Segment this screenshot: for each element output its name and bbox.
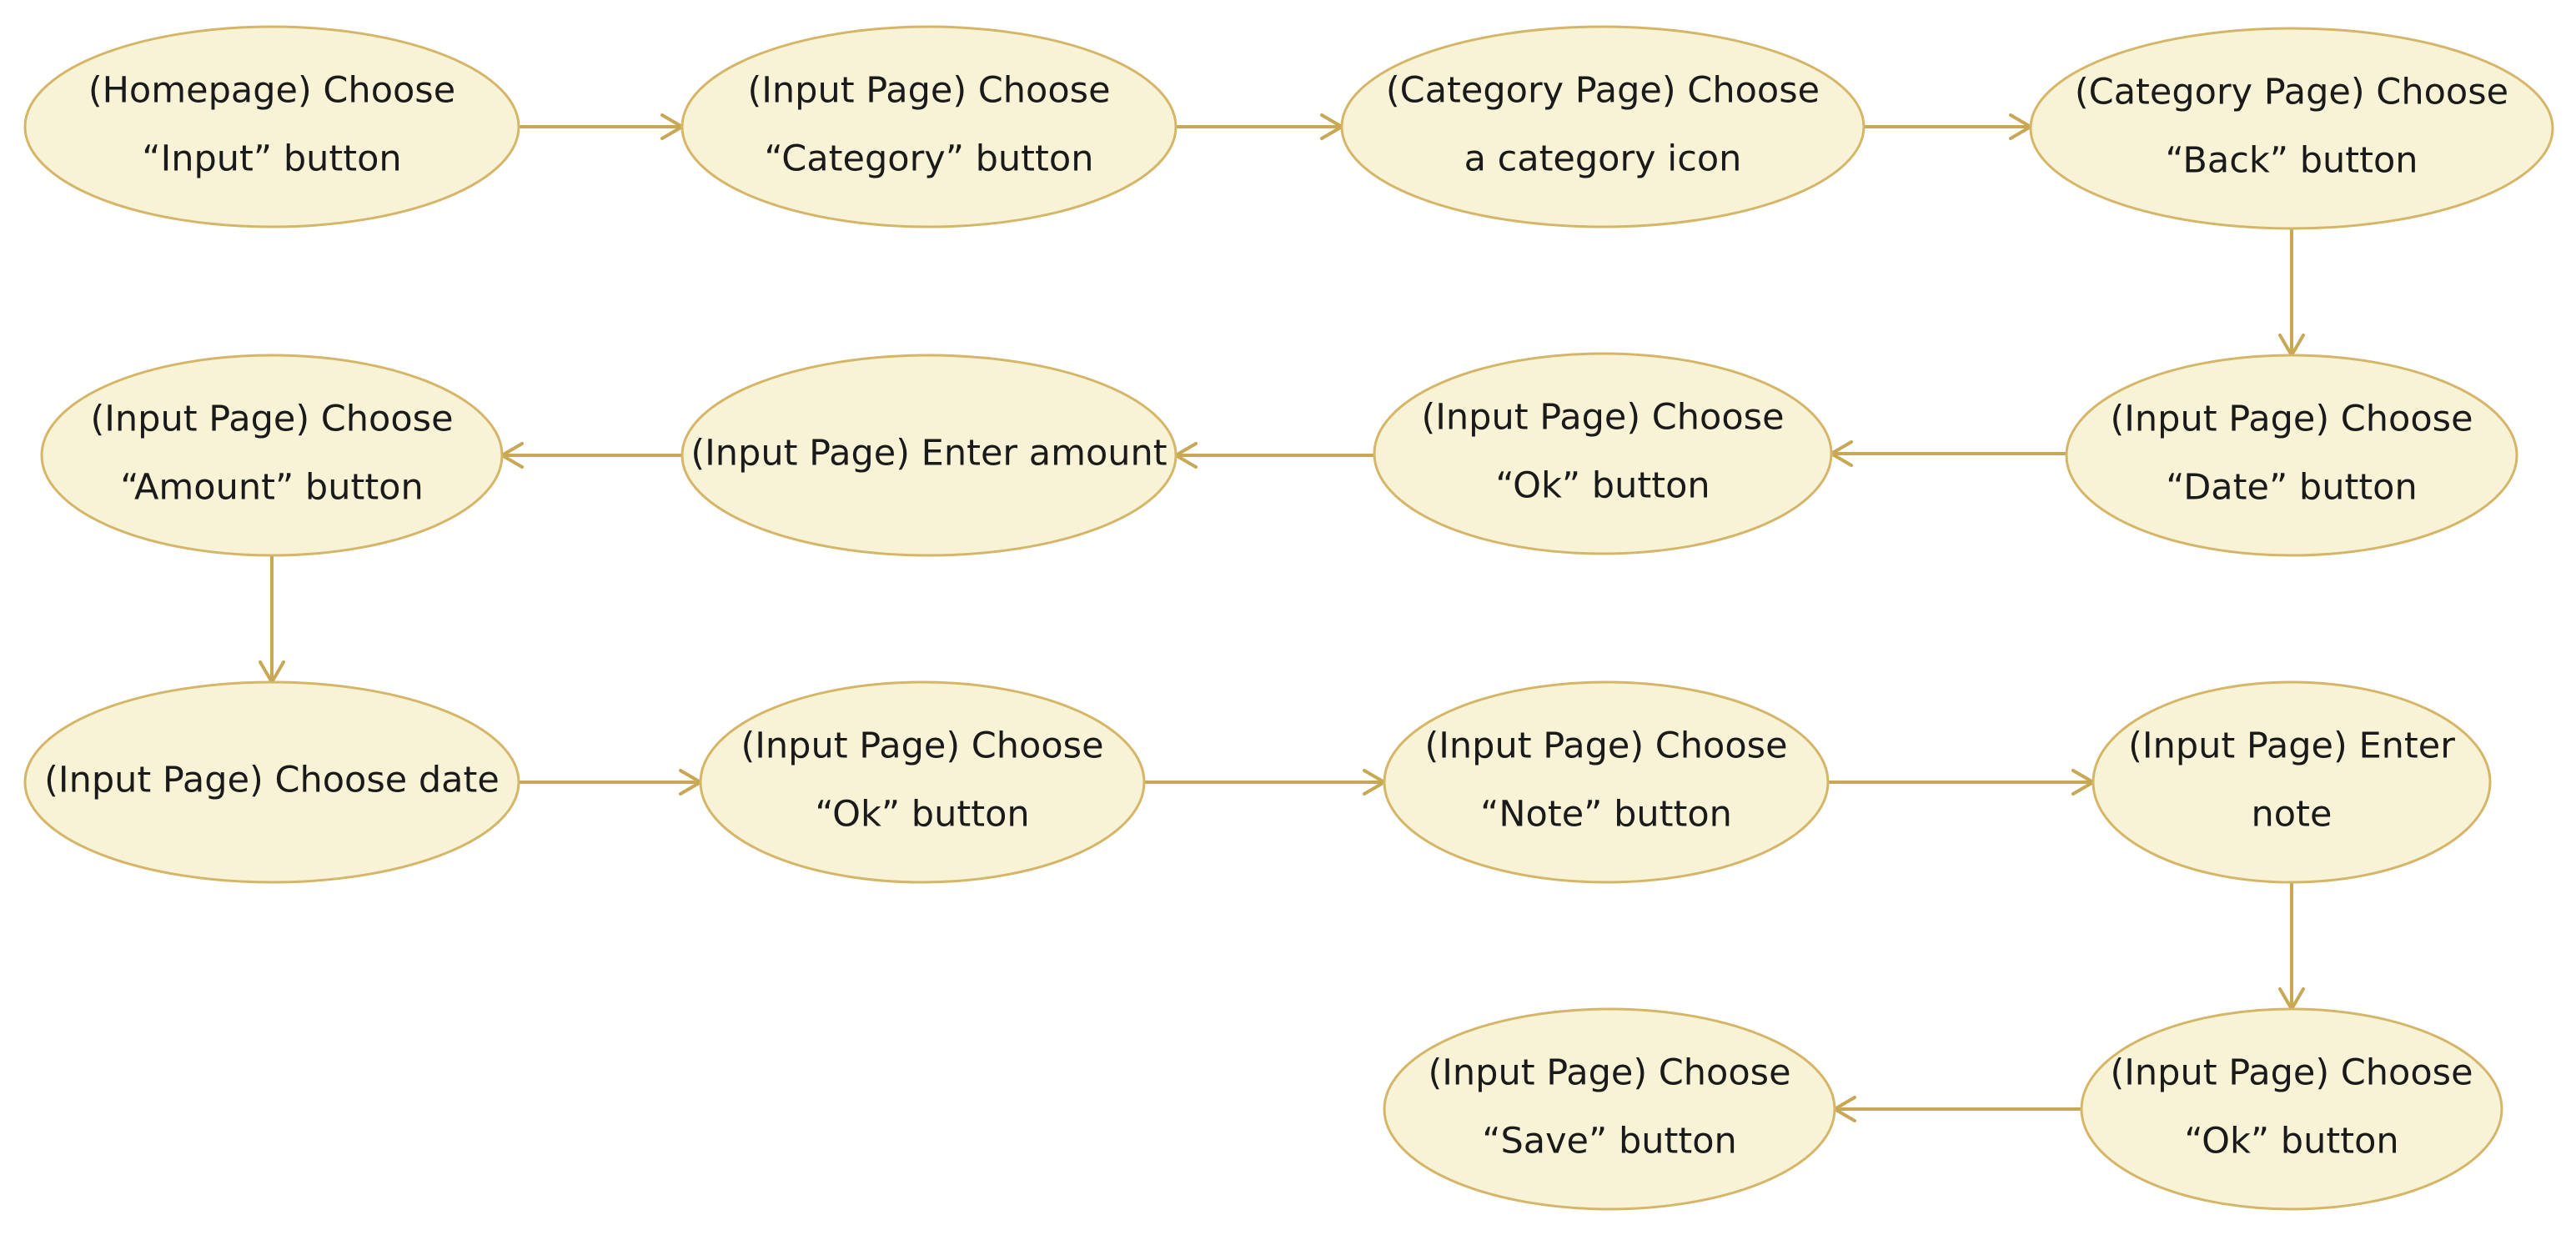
node-label-line: “Ok” button [1495,465,1710,507]
node-label-line: (Input Page) Enter amount [690,433,1167,474]
edge-arrow-n9-n10 [519,769,702,796]
node-label-line: “Note” button [1480,794,1732,836]
node-ellipse [23,25,520,228]
node-label-line: (Category Page) Choose [1386,70,1820,112]
node-ellipse [1383,1007,1836,1211]
node-ellipse [1340,25,1865,228]
node-ellipse [680,354,1178,557]
node-ellipse [2065,354,2518,557]
flow-node-n4: (Category Page) Choose “Back” button [2029,27,2554,230]
edge-arrow-n8-n9 [259,555,285,684]
node-label-line: “Ok” button [2184,1121,2398,1162]
node-label-line: (Category Page) Choose [2075,72,2508,113]
flow-node-n11: (Input Page) Choose “Note” button [1383,680,1830,884]
node-label-line: (Input Page) Choose [1421,397,1784,439]
nodes-layer: (Homepage) Choose “Input” button (Input Pa… [23,25,2554,1211]
edge-arrow-n1-n2 [519,113,684,140]
node-ellipse [40,354,504,557]
node-label-line: a category icon [1464,138,1742,180]
edge-arrow-n4-n5 [2278,228,2305,357]
node-ellipse [2080,1007,2503,1211]
edge-arrow-n7-n8 [500,442,682,469]
flow-node-n9: (Input Page) Choose date [23,680,520,884]
flow-node-n5: (Input Page) Choose “Date” button [2065,354,2518,557]
node-label-line: (Input Page) Choose date [44,760,500,801]
node-label-line: (Input Page) Choose [2110,1052,2473,1094]
flow-node-n12: (Input Page) Enter note [2091,680,2492,884]
flow-node-n2: (Input Page) Choose “Category” button [680,25,1178,228]
node-label-line: “Ok” button [815,794,1029,836]
edge-arrow-n13-n14 [1833,1096,2081,1122]
flow-node-n14: (Input Page) Choose “Save” button [1383,1007,1836,1211]
node-ellipse [680,25,1178,228]
node-label-line: (Input Page) Choose [2110,399,2473,440]
node-label-line: note [2252,794,2332,836]
edge-arrow-n6-n7 [1174,442,1374,469]
edge-arrow-n11-n12 [1828,769,2095,796]
node-label-line: (Input Page) Choose [90,399,453,440]
edge-arrow-n12-n13 [2278,882,2305,1011]
flow-node-n1: (Homepage) Choose “Input” button [23,25,520,228]
node-label-line: “Back” button [2165,140,2418,182]
node-label-line: (Homepage) Choose [88,70,455,112]
node-ellipse [2091,680,2492,884]
node-ellipse [699,680,1146,884]
flow-node-n7: (Input Page) Enter amount [680,354,1178,557]
node-ellipse [1373,352,1833,555]
node-label-line: (Input Page) Enter [2128,725,2455,767]
flow-node-n3: (Category Page) Choose a category icon [1340,25,1865,228]
node-label-line: “Category” button [765,138,1094,180]
edge-arrow-n5-n6 [1830,440,2066,467]
node-ellipse [2029,27,2554,230]
flow-node-n8: (Input Page) Choose “Amount” button [40,354,504,557]
edge-arrow-n2-n3 [1176,113,1343,140]
edge-arrow-n3-n4 [1864,113,2032,140]
edges-layer [259,113,2305,1122]
node-label-line: “Date” button [2166,467,2418,509]
node-label-line: “Input” button [142,138,401,180]
flow-node-n6: (Input Page) Choose “Ok” button [1373,352,1833,555]
node-label-line: (Input Page) Choose [1428,1052,1790,1094]
node-ellipse [1383,680,1830,884]
flow-node-n13: (Input Page) Choose “Ok” button [2080,1007,2503,1211]
node-label-line: (Input Page) Choose [747,70,1110,112]
node-label-line: (Input Page) Choose [741,725,1103,767]
node-label-line: “Save” button [1482,1121,1737,1162]
node-ellipse [23,680,520,884]
flow-node-n10: (Input Page) Choose “Ok” button [699,680,1146,884]
node-label-line: “Amount” button [120,467,423,509]
node-label-line: (Input Page) Choose [1424,725,1787,767]
edge-arrow-n10-n11 [1144,769,1386,796]
